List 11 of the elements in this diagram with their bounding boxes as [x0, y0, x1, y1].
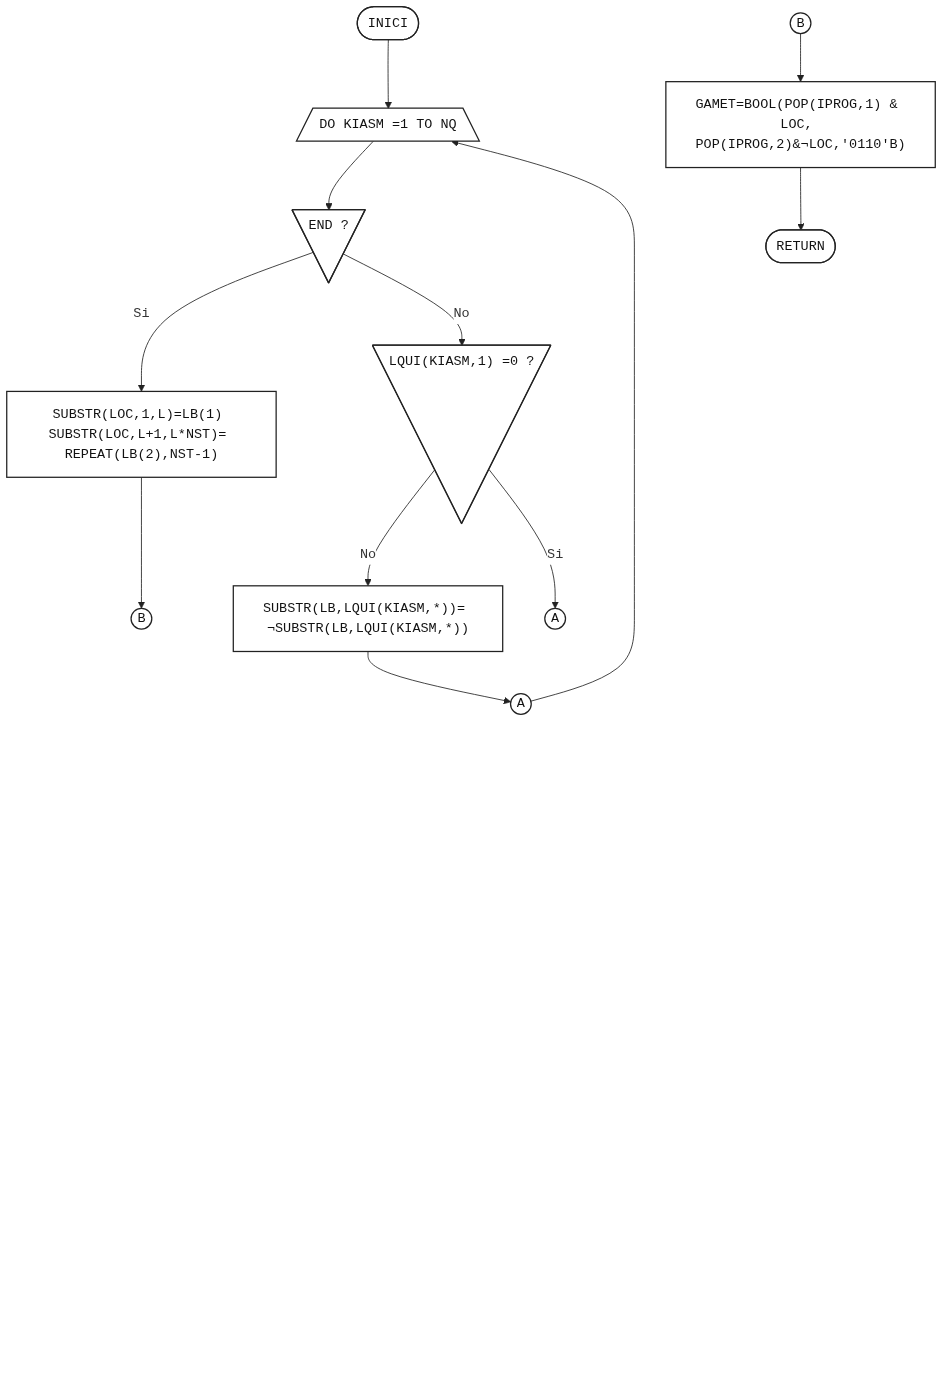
node-circle: B: [789, 12, 812, 35]
node-box: SUBSTR(LB,LQUI(KIASM,*))= ¬SUBSTR(LB,LQUI(KIASM,*)): [232, 585, 504, 653]
node-circle: A: [544, 607, 567, 630]
node-circle: B: [130, 607, 153, 630]
edge-label: Si: [133, 306, 150, 322]
edge-label: Si: [547, 547, 564, 563]
node-circle: A: [509, 692, 532, 715]
edge-label: No: [359, 547, 377, 563]
node-box: GAMET=BOOL(POP(IPROG,1) & LOC, POP(IPROG,2)&¬LOC,'0110'B): [665, 81, 936, 169]
edge-label: No: [453, 306, 470, 322]
node-box: SUBSTR(LOC,1,L)=LB(1) SUBSTR(LOC,L+1,L*NST)= REPEAT(LB(2),NST-1): [6, 390, 277, 478]
